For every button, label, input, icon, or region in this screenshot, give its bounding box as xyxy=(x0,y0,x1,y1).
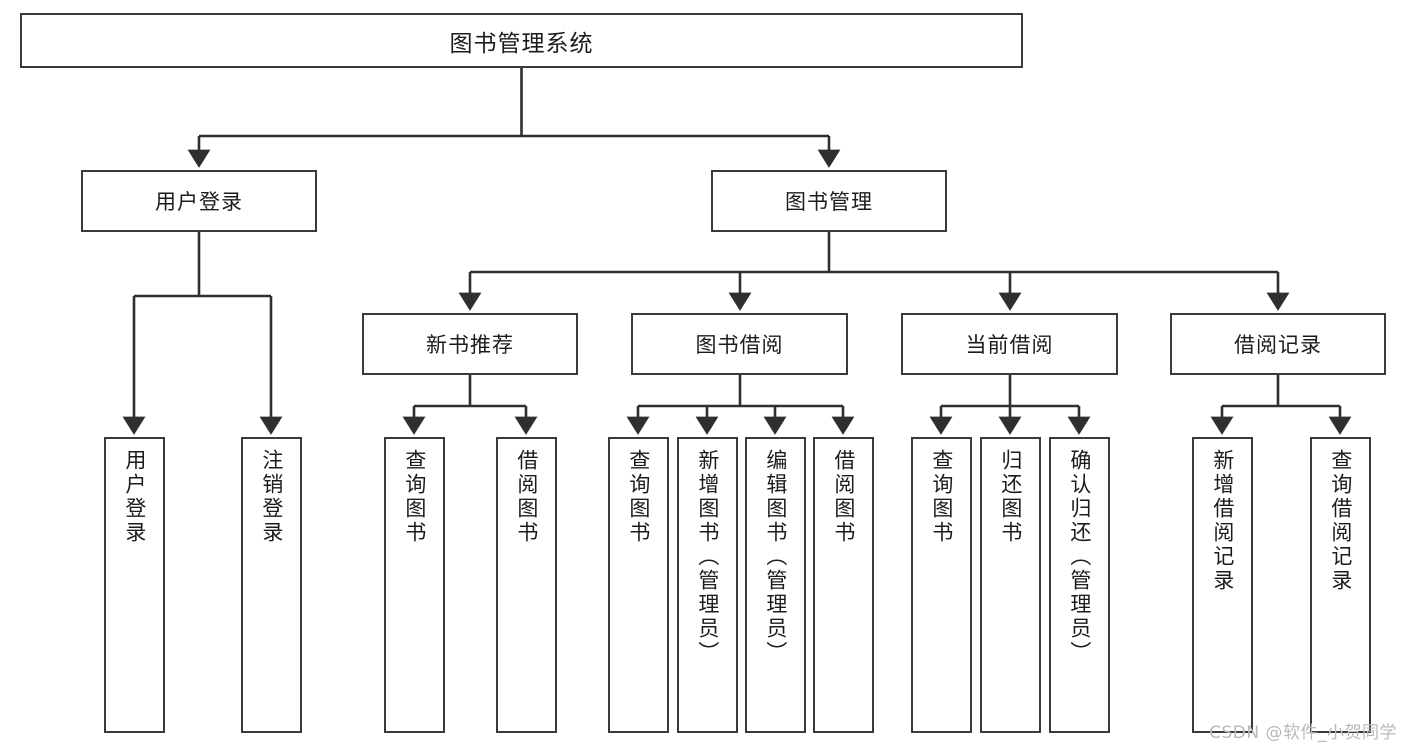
node-label: 查询图书 xyxy=(402,449,427,545)
node-label: 借阅图书 xyxy=(831,449,856,545)
node-label: 借阅记录 xyxy=(1234,333,1322,357)
node-label: 用户登录 xyxy=(122,449,147,545)
node-label: 图书管理 xyxy=(785,190,873,214)
leaf-borrow-record-add-record[interactable]: 新增借阅记录 xyxy=(1192,437,1253,733)
leaf-book-borrow-query-book[interactable]: 查询图书 xyxy=(608,437,669,733)
leaf-new-book-query-book[interactable]: 查询图书 xyxy=(384,437,445,733)
leaf-new-book-borrow-book[interactable]: 借阅图书 xyxy=(496,437,557,733)
node-label: 用户登录 xyxy=(155,190,243,214)
node-label: 确认归还（管理员） xyxy=(1067,449,1092,665)
node-label: 归还图书 xyxy=(998,449,1023,545)
leaf-user-login-logout[interactable]: 注销登录 xyxy=(241,437,302,733)
node-new-book-recommend[interactable]: 新书推荐 xyxy=(362,313,578,375)
leaf-book-borrow-edit-book-admin[interactable]: 编辑图书（管理员） xyxy=(745,437,806,733)
leaf-book-borrow-add-book-admin[interactable]: 新增图书（管理员） xyxy=(677,437,738,733)
node-label: 新增图书（管理员） xyxy=(695,449,720,665)
node-label: 借阅图书 xyxy=(514,449,539,545)
node-label: 新书推荐 xyxy=(426,333,514,357)
node-label: 图书管理系统 xyxy=(449,30,594,57)
leaf-current-borrow-return-book[interactable]: 归还图书 xyxy=(980,437,1041,733)
node-borrow-record[interactable]: 借阅记录 xyxy=(1170,313,1386,375)
node-label: 新增借阅记录 xyxy=(1210,449,1235,593)
node-book-borrow[interactable]: 图书借阅 xyxy=(631,313,848,375)
leaf-current-borrow-query-book[interactable]: 查询图书 xyxy=(911,437,972,733)
node-current-borrow[interactable]: 当前借阅 xyxy=(901,313,1118,375)
node-label: 查询图书 xyxy=(626,449,651,545)
node-root-book-management-system[interactable]: 图书管理系统 xyxy=(20,13,1023,68)
node-label: 查询借阅记录 xyxy=(1328,449,1353,593)
leaf-current-borrow-confirm-return-admin[interactable]: 确认归还（管理员） xyxy=(1049,437,1110,733)
csdn-watermark: CSDN @软件_小贺同学 xyxy=(1209,723,1397,743)
leaf-borrow-record-query-record[interactable]: 查询借阅记录 xyxy=(1310,437,1371,733)
node-label: 图书借阅 xyxy=(695,333,784,357)
node-label: 注销登录 xyxy=(259,449,284,545)
leaf-book-borrow-borrow-book[interactable]: 借阅图书 xyxy=(813,437,874,733)
node-label: 查询图书 xyxy=(929,449,954,545)
leaf-user-login-login[interactable]: 用户登录 xyxy=(104,437,165,733)
node-label: 当前借阅 xyxy=(965,333,1054,357)
node-book-management[interactable]: 图书管理 xyxy=(711,170,947,232)
node-label: 编辑图书（管理员） xyxy=(763,449,788,665)
node-user-login[interactable]: 用户登录 xyxy=(81,170,317,232)
